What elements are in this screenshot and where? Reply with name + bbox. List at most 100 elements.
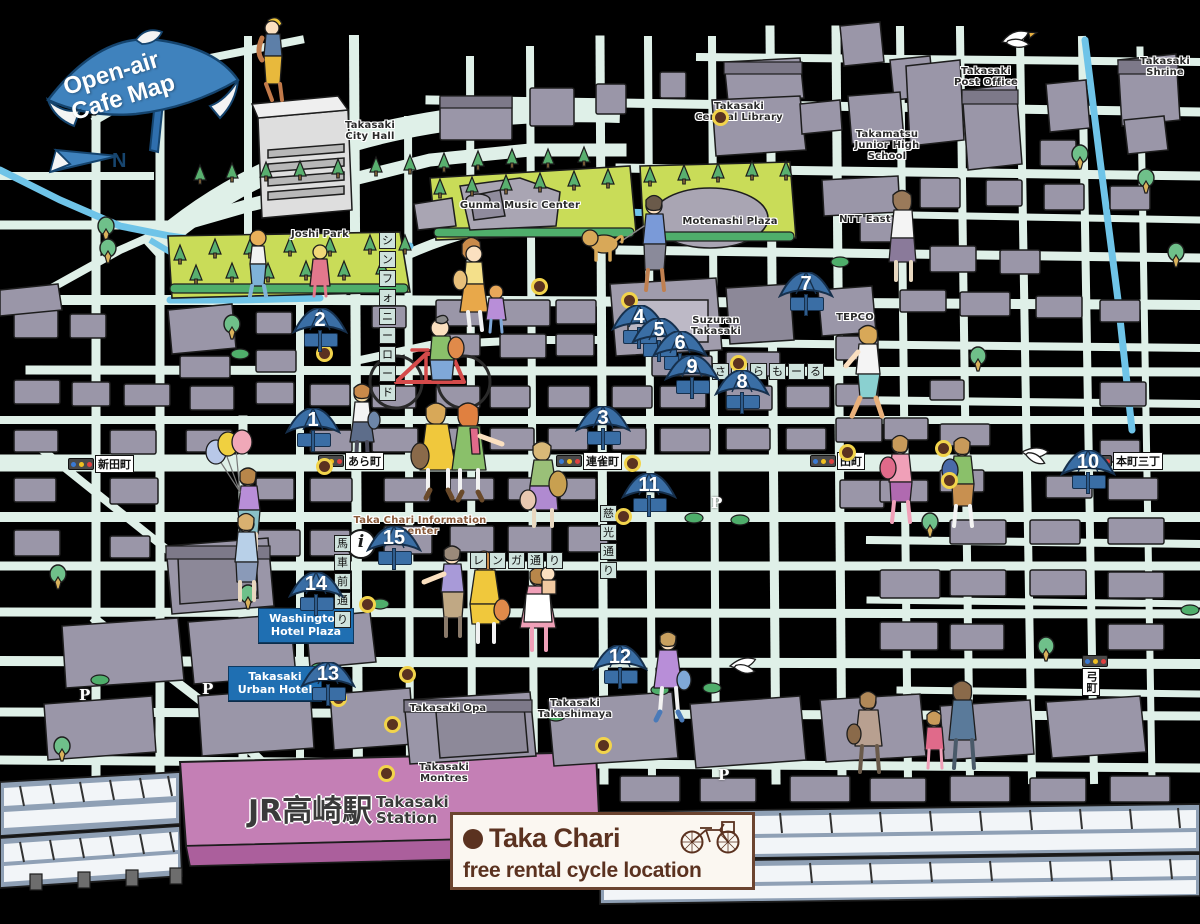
- banner-char: ニ: [379, 308, 396, 325]
- cafe-marker-12[interactable]: 12: [592, 645, 648, 691]
- banner-char: ン: [379, 251, 396, 268]
- taka-chari-dot[interactable]: [359, 596, 376, 613]
- legend-box: Taka Chari free rental cycle location: [450, 812, 755, 890]
- banner-char: り: [600, 562, 617, 579]
- legend-bullet-icon: [463, 828, 483, 849]
- taka-chari-dot[interactable]: [624, 455, 641, 472]
- traffic-light-icon: [68, 458, 94, 470]
- marker-pole: [326, 684, 330, 706]
- marker-number: 14: [304, 573, 328, 595]
- banner-char: 通: [527, 552, 544, 569]
- cafe-marker-15[interactable]: 15: [366, 526, 422, 572]
- compass-north-label: N: [112, 150, 127, 172]
- banner-char: る: [807, 363, 824, 380]
- marker-pole: [618, 667, 622, 689]
- taka-chari-dot[interactable]: [941, 472, 958, 489]
- marker-pole: [314, 594, 318, 616]
- cafe-marker-8[interactable]: 8: [714, 370, 770, 416]
- traffic-light-icon: [1082, 655, 1108, 667]
- cafe-marker-10[interactable]: 10: [1060, 450, 1116, 496]
- marker-number: 4: [633, 306, 645, 328]
- marker-pole: [311, 430, 315, 452]
- marker-pole: [392, 548, 396, 570]
- banner-char: ン: [489, 552, 506, 569]
- banner-char: 通: [600, 543, 617, 560]
- banner-char: ロ: [379, 346, 396, 363]
- marker-number: 9: [686, 356, 698, 378]
- cafe-marker-7[interactable]: 7: [778, 272, 834, 318]
- legend-subtitle: free rental cycle location: [463, 858, 702, 882]
- traffic-light-icon: [556, 455, 582, 467]
- cafe-marker-13[interactable]: 13: [300, 662, 356, 708]
- street-banner-renga-dori: レ ン ガ 通 り: [470, 552, 563, 569]
- signal-sign-shinden-machi: 新田町: [68, 455, 134, 473]
- banner-char: 前: [334, 573, 351, 590]
- banner-char: 馬: [334, 535, 351, 552]
- traffic-light-icon: [810, 455, 836, 467]
- marker-pole: [690, 377, 694, 399]
- taka-chari-dot[interactable]: [399, 666, 416, 683]
- signal-label: 本町三丁: [1113, 452, 1163, 470]
- taka-chari-dot[interactable]: [316, 458, 333, 475]
- map-title-umbrella-logo: Open-air Cafe Map N: [40, 22, 255, 197]
- banner-char: レ: [470, 552, 487, 569]
- marker-number: 12: [608, 646, 632, 668]
- banner-char: ガ: [508, 552, 525, 569]
- station-name: JR高崎駅 Takasaki Station: [248, 786, 449, 830]
- signal-label: 連雀町: [583, 452, 622, 470]
- station-name-jp: JR高崎駅: [248, 794, 373, 829]
- banner-char: ォ: [379, 289, 396, 306]
- signal-label: 新田町: [95, 455, 134, 473]
- parking-symbol: P: [711, 494, 723, 512]
- parking-symbol: P: [718, 766, 730, 784]
- signal-label: 弓町: [1082, 668, 1100, 696]
- street-banner-symphony-road: シ ン フ ォ ニ ー ロ ー ド: [379, 232, 396, 401]
- banner-char: 通: [334, 592, 351, 609]
- marker-pole: [1086, 472, 1090, 494]
- cafe-marker-14[interactable]: 14: [288, 572, 344, 618]
- banner-char: ー: [788, 363, 805, 380]
- taka-chari-dot[interactable]: [839, 444, 856, 461]
- taka-chari-dot[interactable]: [378, 765, 395, 782]
- marker-number: 5: [653, 319, 665, 341]
- signal-sign-renjaku-cho: 連雀町: [556, 452, 622, 470]
- marker-pole: [647, 495, 651, 517]
- marker-number: 10: [1076, 451, 1100, 473]
- signal-sign-yumi-cho: 弓町: [1082, 655, 1108, 696]
- marker-number: 11: [638, 474, 660, 496]
- street-banner-jiko-dori: 慈 光 通 り: [600, 505, 617, 579]
- marker-pole: [601, 428, 605, 450]
- signal-sign-ta-machi: 田町: [810, 452, 865, 470]
- banner-char: ー: [379, 327, 396, 344]
- banner-char: 光: [600, 524, 617, 541]
- marker-pole: [318, 330, 322, 352]
- banner-char: り: [334, 611, 351, 628]
- taka-chari-dot[interactable]: [712, 109, 729, 126]
- taka-chari-dot[interactable]: [595, 737, 612, 754]
- banner-char: も: [769, 363, 786, 380]
- marker-number: 8: [736, 371, 748, 393]
- marker-number: 6: [674, 332, 686, 354]
- banner-char: 車: [334, 554, 351, 571]
- marker-number: 1: [307, 409, 319, 431]
- marker-number: 15: [382, 527, 406, 549]
- taka-chari-dot[interactable]: [384, 716, 401, 733]
- cafe-marker-9[interactable]: 9: [664, 355, 720, 401]
- cafe-marker-11[interactable]: 11: [621, 473, 677, 519]
- bicycle-icon: [680, 820, 742, 858]
- marker-number: 2: [314, 309, 326, 331]
- taka-chari-dot[interactable]: [531, 278, 548, 295]
- marker-number: 13: [316, 663, 340, 685]
- taka-chari-dot[interactable]: [615, 508, 632, 525]
- marker-pole: [740, 392, 744, 414]
- cafe-marker-1[interactable]: 1: [285, 408, 341, 454]
- banner-char: ド: [379, 384, 396, 401]
- cafe-marker-2[interactable]: 2: [292, 308, 348, 354]
- cafe-marker-3[interactable]: 3: [575, 406, 631, 452]
- taka-chari-dot[interactable]: [935, 440, 952, 457]
- legend-title: Taka Chari: [489, 823, 621, 853]
- signal-label: あら町: [345, 452, 384, 470]
- banner-char: ー: [379, 365, 396, 382]
